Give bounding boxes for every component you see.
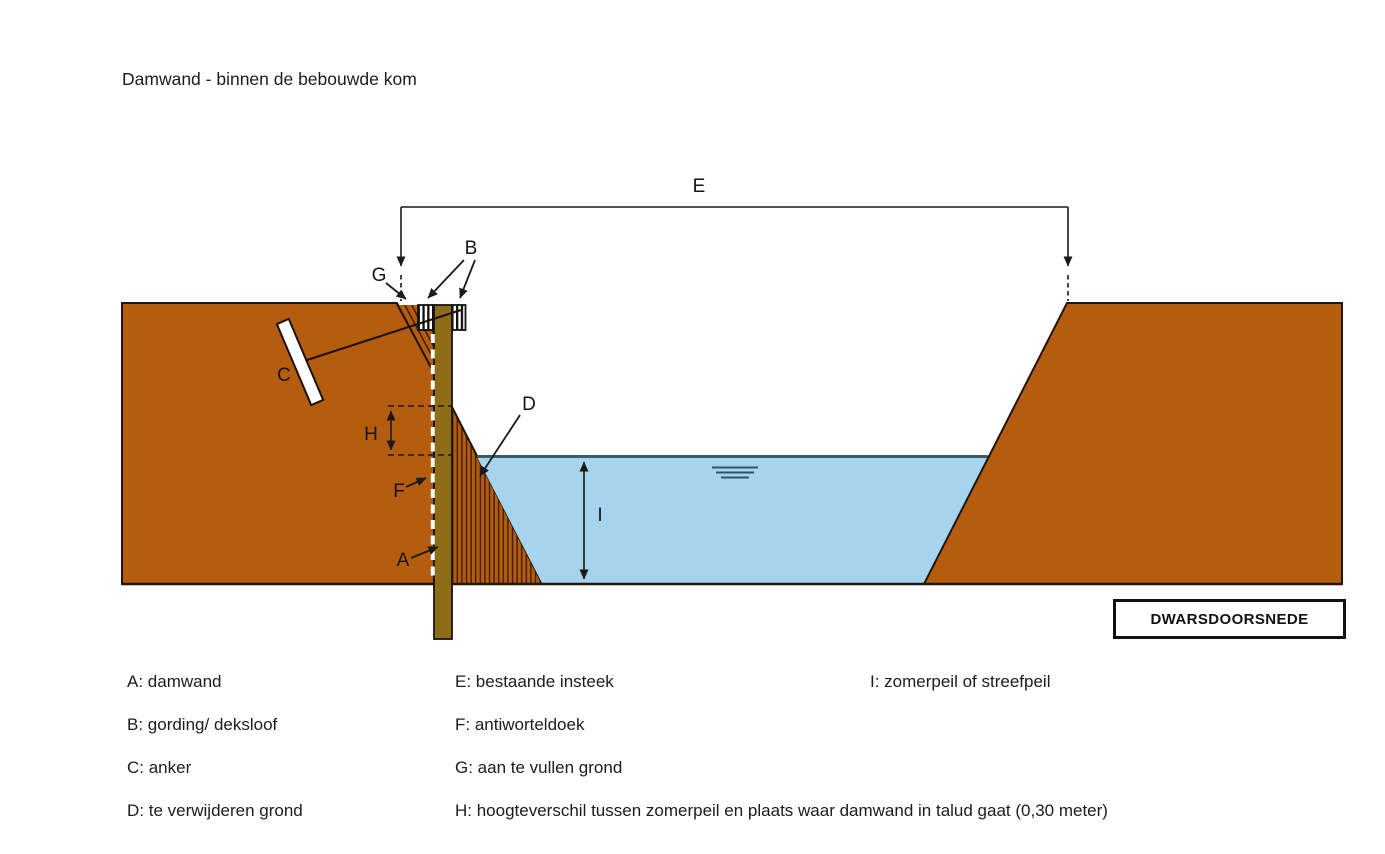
leader-G bbox=[385, 282, 407, 300]
label-A: A bbox=[397, 550, 410, 571]
legend-item-A: A: damwand bbox=[127, 672, 222, 691]
label-F: F bbox=[393, 481, 405, 502]
caption-box-label: DWARSDOORSNEDE bbox=[1150, 610, 1309, 628]
leader-D bbox=[479, 414, 521, 477]
dimension-E bbox=[396, 206, 1073, 301]
old-slope-edge-upper bbox=[396, 303, 435, 374]
legend-item-D: D: te verwijderen grond bbox=[127, 801, 303, 820]
leader-B-left bbox=[427, 259, 465, 299]
leader-F bbox=[405, 477, 427, 488]
dimension-H bbox=[386, 405, 452, 456]
legend-item-F: F: antiworteldoek bbox=[455, 715, 585, 734]
legend-item-B: B: gording/ deksloof bbox=[127, 715, 278, 734]
legend-item-E: E: bestaande insteek bbox=[455, 672, 614, 691]
water-body bbox=[477, 457, 988, 583]
caption-box: DWARSDOORSNEDE bbox=[1113, 599, 1346, 639]
anchor-rod bbox=[306, 309, 462, 361]
waling-beam-left bbox=[417, 304, 434, 331]
sheet-pile-wall bbox=[433, 304, 453, 640]
legend-item-C: C: anker bbox=[127, 758, 192, 777]
label-B: B bbox=[465, 238, 478, 259]
legend-item-I: I: zomerpeil of streefpeil bbox=[870, 672, 1051, 691]
leader-arrows bbox=[385, 259, 521, 559]
label-C: C bbox=[277, 365, 291, 386]
water-level-symbol bbox=[712, 466, 758, 479]
legend-item-H: H: hoogteverschil tussen zomerpeil en pl… bbox=[455, 801, 1108, 820]
label-H: H bbox=[364, 424, 378, 445]
left-bank-earth bbox=[121, 302, 435, 585]
right-bank-earth bbox=[922, 302, 1343, 585]
label-D: D bbox=[522, 394, 536, 415]
label-I: I bbox=[597, 505, 602, 526]
anchor-plate bbox=[275, 317, 325, 407]
page-title: Damwand - binnen de bebouwde kom bbox=[122, 69, 417, 89]
label-G: G bbox=[372, 265, 387, 286]
legend-item-G: G: aan te vullen grond bbox=[455, 758, 623, 777]
waling-beam-right bbox=[451, 304, 467, 331]
leader-B-right bbox=[459, 259, 476, 299]
label-E: E bbox=[693, 176, 706, 197]
leader-A bbox=[410, 546, 439, 559]
